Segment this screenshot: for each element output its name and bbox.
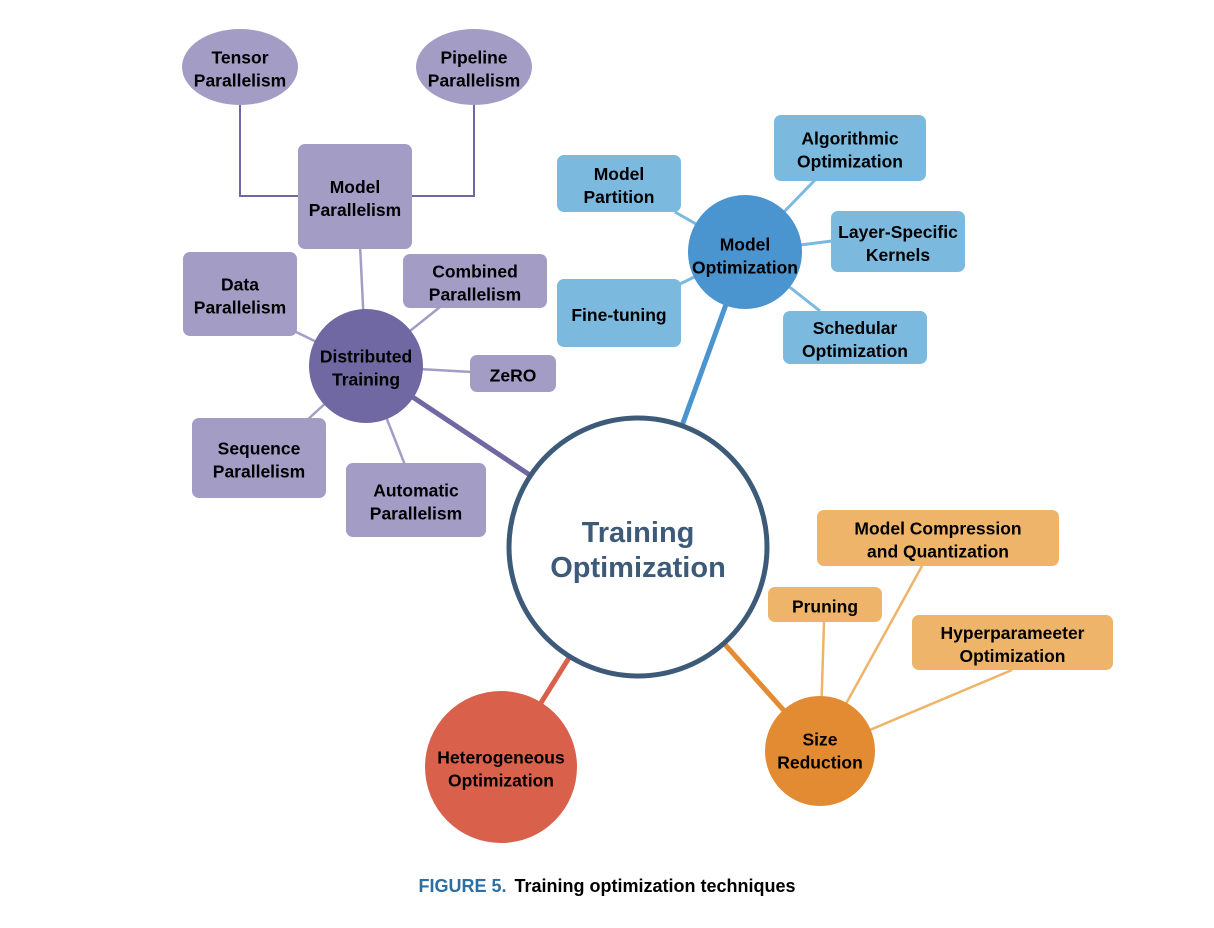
model-partition-node-label-line: Model [594, 164, 645, 184]
fine-tuning-node-label-line: Fine-tuning [571, 305, 666, 325]
schedular-optimization-node-label-line: Optimization [802, 341, 908, 361]
distributed-training-label-line: Distributed [320, 347, 412, 367]
figure-caption: FIGURE 5. Training optimization technique… [0, 876, 1214, 897]
model-partition-node-label-line: Partition [584, 187, 655, 207]
distributed-training-node [309, 309, 423, 423]
model-compression-node-label-line: Model Compression [854, 519, 1021, 539]
combined-parallelism-node-box [403, 254, 547, 308]
hyperparameter-optimization-node-label-line: Optimization [960, 646, 1066, 666]
pruning-node-label: Pruning [792, 597, 858, 617]
figure-label: FIGURE 5. [418, 876, 507, 896]
heterogeneous-optimization-label-line: Optimization [448, 771, 554, 791]
schedular-optimization-node-box [783, 311, 927, 364]
connector-pipeline-parallelism [411, 104, 475, 197]
size-reduction-label-line: Reduction [777, 753, 863, 773]
zero-node-box [470, 355, 556, 392]
schedular-optimization-node-label-line: Schedular [813, 318, 898, 338]
tensor-parallelism-node-label-line: Parallelism [194, 71, 286, 91]
pipeline-parallelism-node-label-line: Pipeline [440, 48, 507, 68]
algorithmic-optimization-node-box [774, 115, 926, 181]
figure-caption-text: Training optimization techniques [514, 876, 796, 896]
heterogeneous-optimization-node [425, 691, 577, 843]
model-compression-node-box [817, 510, 1059, 566]
tensor-parallelism-node [182, 29, 298, 105]
center-node-label-line: Training [582, 517, 695, 549]
automatic-parallelism-node-box [346, 463, 486, 537]
data-parallelism-node-label-line: Data [221, 275, 259, 295]
heterogeneous-optimization-label-line: Heterogeneous [437, 748, 565, 768]
model-parallelism-node-label-line: Model [330, 177, 381, 197]
model-partition-node-box [557, 155, 681, 212]
tensor-parallelism-node-label-line: Tensor [211, 48, 268, 68]
center-node [506, 415, 770, 679]
data-parallelism-node-label-line: Parallelism [194, 298, 286, 318]
zero-node-label: ZeRO [490, 366, 537, 386]
center-node-label-line: Optimization [550, 552, 726, 584]
hyperparameter-optimization-node-label-line: Hyperparameeter [941, 623, 1085, 643]
pruning-node-box [768, 587, 882, 622]
sequence-parallelism-node-box [192, 418, 326, 498]
layer-specific-kernels-node-label-line: Layer-Specific [838, 222, 958, 242]
automatic-parallelism-node-label-line: Automatic [373, 481, 459, 501]
layer-specific-kernels-node-label-line: Kernels [866, 245, 930, 265]
pipeline-parallelism-node-label-line: Parallelism [428, 71, 520, 91]
distributed-training-label-line: Training [332, 370, 400, 390]
algorithmic-optimization-node-label-line: Algorithmic [801, 129, 898, 149]
combined-parallelism-node-label-line: Parallelism [429, 285, 521, 305]
layer-specific-kernels-node-box [831, 211, 965, 272]
combined-parallelism-node-label-line: Combined [432, 262, 518, 282]
pruning-node-label-line: Pruning [792, 597, 858, 617]
model-compression-node-label-line: and Quantization [867, 542, 1009, 562]
connector-tensor-parallelism [239, 104, 299, 197]
model-parallelism-node-box [298, 144, 412, 249]
zero-node-label-line: ZeRO [490, 366, 537, 386]
model-optimization-label-line: Optimization [692, 258, 798, 278]
hyperparameter-optimization-node-box [912, 615, 1113, 670]
fine-tuning-node-label: Fine-tuning [571, 305, 666, 325]
data-parallelism-node-box [183, 252, 297, 336]
model-compression-node-label: Model Compression and Quantization [854, 519, 1021, 562]
model-parallelism-node-label-line: Parallelism [309, 200, 401, 220]
automatic-parallelism-node-label-line: Parallelism [370, 504, 462, 524]
algorithmic-optimization-node-label-line: Optimization [797, 152, 903, 172]
pipeline-parallelism-node [416, 29, 532, 105]
sequence-parallelism-node-label-line: Sequence [218, 439, 301, 459]
sequence-parallelism-node-label-line: Parallelism [213, 462, 305, 482]
model-optimization-label-line: Model [720, 235, 771, 255]
model-optimization-node [688, 195, 802, 309]
size-reduction-node [765, 696, 875, 806]
fine-tuning-node-box [557, 279, 681, 347]
size-reduction-label-line: Size [802, 730, 837, 750]
